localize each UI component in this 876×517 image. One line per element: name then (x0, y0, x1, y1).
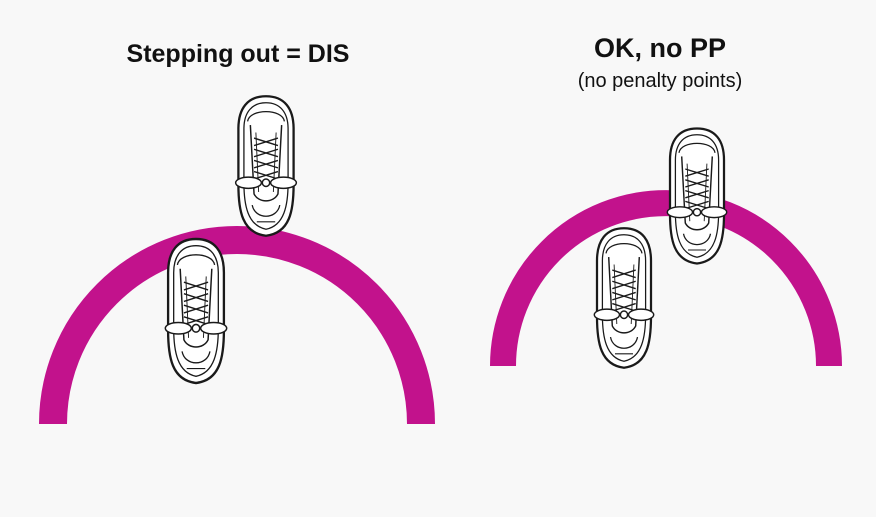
right-boundary-arc (503, 203, 829, 366)
sneaker-top-view-icon (236, 96, 297, 236)
sneaker-top-view-icon (594, 228, 653, 368)
left-boundary-arc (53, 240, 421, 424)
sneaker-top-view-icon (667, 129, 726, 264)
sneaker-top-view-icon (165, 239, 226, 383)
